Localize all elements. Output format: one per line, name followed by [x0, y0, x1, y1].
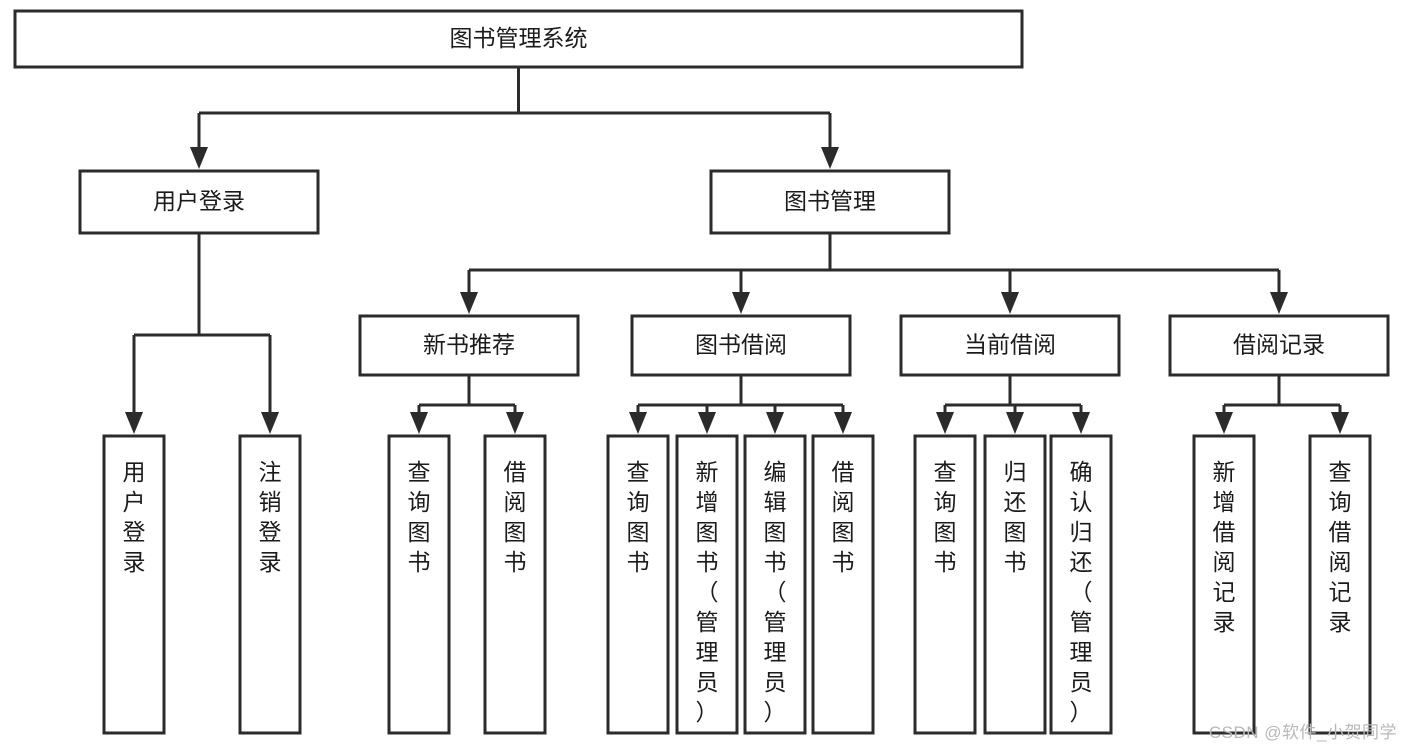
arrow-head-icon — [1270, 292, 1288, 314]
node-box — [983, 434, 1047, 735]
node-root[interactable]: 图书管理系统 — [13, 9, 1024, 69]
node-box — [1168, 314, 1390, 377]
arrow-head-icon — [190, 147, 208, 169]
node-book-management[interactable]: 图书管理 — [709, 169, 951, 235]
node-label: 用户登录 — [123, 459, 146, 575]
node-leaf-query-book-2[interactable]: 查询图书 — [606, 434, 670, 735]
node-box — [743, 434, 807, 735]
arrow-head-icon — [698, 412, 716, 434]
node-leaf-user-login[interactable]: 用户登录 — [102, 434, 166, 735]
node-label: 注销登录 — [259, 459, 282, 575]
node-current-borrow[interactable]: 当前借阅 — [899, 314, 1121, 377]
node-label: 新增借阅记录 — [1213, 459, 1236, 635]
node-label: 用户登录 — [153, 188, 245, 214]
node-label: 当前借阅 — [964, 332, 1056, 358]
node-label: 编辑图书（管理员） — [764, 459, 787, 725]
node-leaf-add-borrow-record[interactable]: 新增借阅记录 — [1192, 434, 1256, 735]
node-leaf-query-book-3[interactable]: 查询图书 — [913, 434, 977, 735]
node-label: 查询图书 — [627, 459, 650, 575]
node-book-borrow[interactable]: 图书借阅 — [630, 314, 852, 377]
arrow-head-icon — [125, 412, 143, 434]
arrow-head-icon — [834, 412, 852, 434]
arrow-head-icon — [410, 412, 428, 434]
node-leaf-edit-book-admin[interactable]: 编辑图书（管理员） — [743, 434, 807, 735]
node-label: 查询借阅记录 — [1329, 459, 1352, 635]
node-box — [1049, 434, 1113, 735]
node-label: 查询图书 — [408, 459, 431, 575]
node-label: 新增图书（管理员） — [696, 459, 719, 725]
node-box — [1308, 434, 1372, 735]
node-leaf-confirm-return[interactable]: 确认归还（管理员） — [1049, 434, 1113, 735]
arrow-head-icon — [460, 292, 478, 314]
node-label: 归还图书 — [1004, 459, 1027, 575]
node-user-login[interactable]: 用户登录 — [78, 169, 320, 235]
node-box — [238, 434, 302, 735]
arrow-head-icon — [1215, 412, 1233, 434]
node-label: 借阅图书 — [504, 459, 527, 575]
arrow-head-icon — [732, 292, 750, 314]
node-leaf-add-book-admin[interactable]: 新增图书（管理员） — [675, 434, 739, 735]
node-leaf-query-borrow-record[interactable]: 查询借阅记录 — [1308, 434, 1372, 735]
node-box — [387, 434, 451, 735]
arrow-head-icon — [1072, 412, 1090, 434]
connector-layer — [125, 67, 1349, 434]
node-leaf-return-book[interactable]: 归还图书 — [983, 434, 1047, 735]
node-leaf-logout[interactable]: 注销登录 — [238, 434, 302, 735]
node-layer: 图书管理系统用户登录图书管理新书推荐图书借阅当前借阅借阅记录用户登录注销登录查询… — [13, 9, 1390, 735]
arrow-head-icon — [506, 412, 524, 434]
node-box — [1192, 434, 1256, 735]
node-box — [811, 434, 875, 735]
node-box — [358, 314, 580, 377]
node-box — [709, 169, 951, 235]
node-leaf-query-book-1[interactable]: 查询图书 — [387, 434, 451, 735]
node-leaf-borrow-book-2[interactable]: 借阅图书 — [811, 434, 875, 735]
node-label: 借阅记录 — [1233, 332, 1325, 358]
node-box — [13, 9, 1024, 69]
arrow-head-icon — [766, 412, 784, 434]
node-box — [606, 434, 670, 735]
node-box — [630, 314, 852, 377]
arrow-head-icon — [629, 412, 647, 434]
node-new-book-recommend[interactable]: 新书推荐 — [358, 314, 580, 377]
node-box — [78, 169, 320, 235]
node-label: 查询图书 — [934, 459, 957, 575]
node-label: 借阅图书 — [832, 459, 855, 575]
node-borrow-record[interactable]: 借阅记录 — [1168, 314, 1390, 377]
csdn-watermark: CSDN @软件_小贺同学 — [1208, 723, 1397, 742]
node-label: 新书推荐 — [423, 332, 515, 358]
node-label: 图书借阅 — [695, 332, 787, 358]
node-box — [675, 434, 739, 735]
node-label: 图书管理 — [784, 188, 876, 214]
node-label: 确认归还（管理员） — [1070, 459, 1093, 725]
arrow-head-icon — [1006, 412, 1024, 434]
arrow-head-icon — [821, 147, 839, 169]
arrow-head-icon — [1001, 292, 1019, 314]
arrow-head-icon — [1331, 412, 1349, 434]
arrow-head-icon — [261, 412, 279, 434]
node-box — [913, 434, 977, 735]
arrow-head-icon — [936, 412, 954, 434]
node-box — [102, 434, 166, 735]
node-box — [899, 314, 1121, 377]
node-leaf-borrow-book-1[interactable]: 借阅图书 — [483, 434, 547, 735]
node-label: 图书管理系统 — [450, 25, 588, 51]
node-box — [483, 434, 547, 735]
